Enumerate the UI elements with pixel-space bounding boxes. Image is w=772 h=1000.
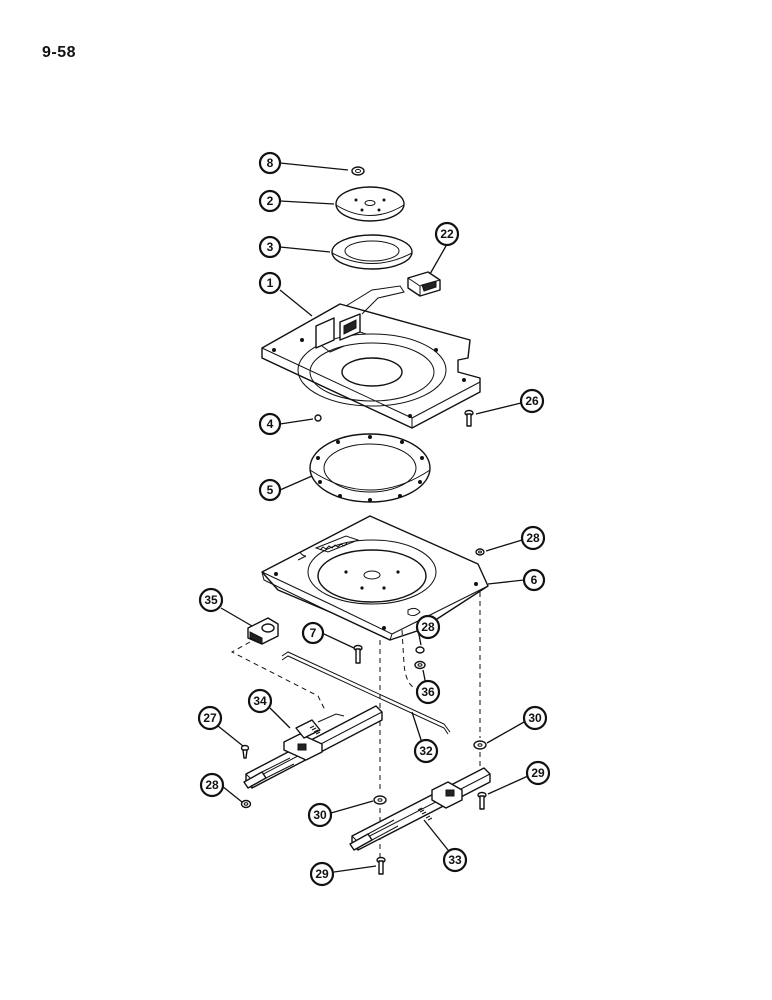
callout-22[interactable]: 22 bbox=[434, 221, 460, 247]
part-disc-2 bbox=[335, 186, 405, 222]
callout-32[interactable]: 32 bbox=[413, 738, 439, 764]
callout-6[interactable]: 6 bbox=[522, 568, 546, 592]
svg-text:3: 3 bbox=[267, 240, 274, 254]
svg-text:30: 30 bbox=[528, 711, 542, 725]
svg-text:6: 6 bbox=[531, 573, 538, 587]
callout-34[interactable]: 34 bbox=[247, 688, 273, 714]
svg-text:2: 2 bbox=[267, 194, 274, 208]
callout-4[interactable]: 4 bbox=[258, 412, 282, 436]
part-bolt-29-a bbox=[477, 791, 487, 810]
svg-text:1: 1 bbox=[267, 276, 274, 290]
svg-text:28: 28 bbox=[205, 778, 219, 792]
svg-text:27: 27 bbox=[203, 711, 217, 725]
part-cam-35 bbox=[247, 617, 279, 645]
callout-36[interactable]: 36 bbox=[415, 679, 441, 705]
callout-30-a[interactable]: 30 bbox=[522, 705, 548, 731]
callout-26[interactable]: 26 bbox=[519, 388, 545, 414]
svg-text:30: 30 bbox=[313, 808, 327, 822]
page-number: 9-58 bbox=[42, 44, 77, 61]
svg-text:32: 32 bbox=[419, 744, 433, 758]
svg-text:8: 8 bbox=[267, 156, 274, 170]
callout-30-b[interactable]: 30 bbox=[307, 802, 333, 828]
callout-1[interactable]: 1 bbox=[258, 271, 282, 295]
callout-2[interactable]: 2 bbox=[258, 189, 282, 213]
callout-8[interactable]: 8 bbox=[258, 151, 282, 175]
part-slide-rail-left bbox=[243, 705, 383, 789]
part-bolt-26 bbox=[464, 409, 474, 427]
part-washer-36 bbox=[414, 660, 426, 670]
svg-text:35: 35 bbox=[204, 593, 218, 607]
part-nut-8 bbox=[351, 166, 365, 176]
svg-text:33: 33 bbox=[448, 853, 462, 867]
part-lower-plate-6 bbox=[261, 515, 489, 641]
callout-33[interactable]: 33 bbox=[442, 847, 468, 873]
svg-text:29: 29 bbox=[315, 867, 329, 881]
part-slide-rail-right bbox=[349, 767, 491, 851]
part-screw-27 bbox=[240, 744, 250, 759]
part-nut-28-b bbox=[415, 646, 425, 654]
part-nut-28-c bbox=[240, 799, 252, 809]
svg-text:34: 34 bbox=[253, 694, 267, 708]
callout-27[interactable]: 27 bbox=[197, 705, 223, 731]
callout-29-a[interactable]: 29 bbox=[525, 760, 551, 786]
part-bolt-7 bbox=[353, 644, 363, 664]
svg-text:22: 22 bbox=[440, 227, 454, 241]
part-bolt-29-b bbox=[376, 856, 386, 875]
svg-text:36: 36 bbox=[421, 685, 435, 699]
callout-29-b[interactable]: 29 bbox=[309, 861, 335, 887]
svg-text:7: 7 bbox=[310, 626, 317, 640]
part-washer-30-b bbox=[373, 795, 387, 805]
callout-3[interactable]: 3 bbox=[258, 235, 282, 259]
svg-text:28: 28 bbox=[421, 620, 435, 634]
part-rod-32 bbox=[281, 651, 451, 735]
callout-35[interactable]: 35 bbox=[198, 587, 224, 613]
svg-text:28: 28 bbox=[526, 531, 540, 545]
svg-text:4: 4 bbox=[267, 417, 274, 431]
part-washer-30-a bbox=[473, 740, 487, 750]
svg-text:26: 26 bbox=[525, 394, 539, 408]
part-ring-3 bbox=[331, 234, 413, 270]
callout-28-b[interactable]: 28 bbox=[415, 614, 441, 640]
callout-28-c[interactable]: 28 bbox=[199, 772, 225, 798]
part-bearing-ring-5 bbox=[309, 433, 431, 503]
part-bracket-22 bbox=[407, 271, 441, 297]
part-upper-plate-1 bbox=[261, 285, 481, 429]
svg-text:5: 5 bbox=[267, 483, 274, 497]
callout-5[interactable]: 5 bbox=[258, 478, 282, 502]
callout-7[interactable]: 7 bbox=[301, 621, 325, 645]
part-ball-4 bbox=[314, 414, 322, 422]
callout-28-a[interactable]: 28 bbox=[520, 525, 546, 551]
callouts: 8 2 3 22 1 26 bbox=[197, 151, 551, 887]
part-nut-28-a bbox=[475, 548, 485, 556]
svg-text:29: 29 bbox=[531, 766, 545, 780]
